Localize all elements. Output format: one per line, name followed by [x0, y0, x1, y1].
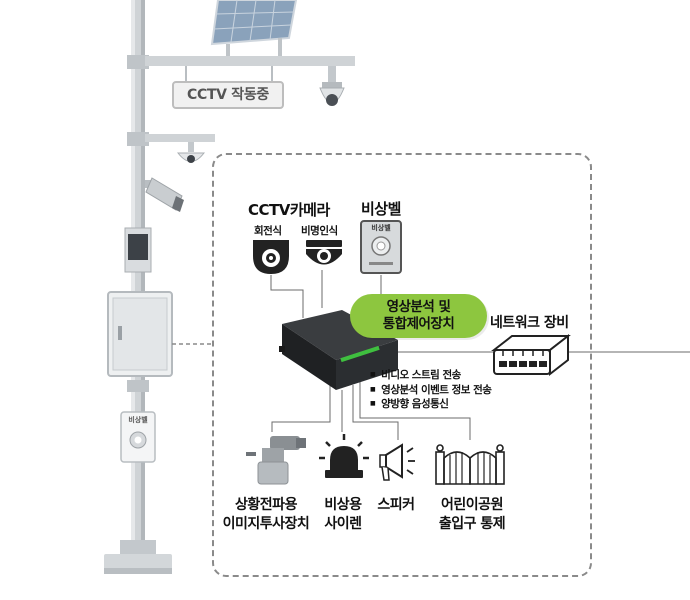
emergency-bell-title: 비상벨 [361, 200, 401, 218]
image-projector-icon [246, 436, 306, 485]
device-label-line: 출입구 통제 [438, 516, 506, 532]
cctv-sign: CCTV 작동중 [172, 81, 284, 109]
dome-camera-pole-icon [319, 66, 345, 106]
rotating-camera-icon [253, 240, 289, 274]
controller-label-line1: 영상분석 및 [386, 299, 451, 315]
function-item: 양방향 음성통신 [370, 397, 491, 412]
function-item: 비디오 스트림 전송 [370, 368, 491, 383]
gate-icon [435, 444, 505, 485]
solar-panel [210, 0, 298, 56]
device-label-line: 비상용 [324, 497, 362, 513]
pole-arm-lower [145, 134, 215, 142]
camera-rotate-label: 회전식 [254, 225, 282, 237]
device-label-line: 어린이공원 [441, 497, 503, 513]
controller-box [279, 310, 398, 390]
device-label-line: 스피커 [377, 497, 415, 513]
network-equipment-label: 네트워크 장비 [490, 315, 569, 331]
pole-bell-text: 비상벨 [128, 416, 148, 424]
dome-camera-icon [306, 240, 342, 265]
function-list: 비디오 스트림 전송 영상분석 이벤트 정보 전송 양방향 음성통신 [370, 368, 492, 412]
function-item: 영상분석 이벤트 정보 전송 [370, 383, 492, 398]
bullet-camera-pole-icon [145, 177, 184, 212]
bell-face-text: 비상벨 [371, 224, 391, 232]
connection-lines [270, 270, 690, 440]
device-label-line: 상황전파용 [235, 497, 297, 513]
device-label-siren: 비상용 사이렌 [312, 496, 374, 534]
speaker-icon [379, 443, 415, 481]
controller-label-line2: 통합제어장치 [382, 316, 455, 332]
siren-icon [319, 434, 369, 478]
control-cabinet [107, 291, 173, 377]
controller-label-pill [350, 294, 487, 338]
emergency-bell-device-icon [360, 220, 402, 274]
device-label-line: 사이렌 [324, 516, 362, 532]
fisheye-camera-icon [176, 142, 206, 163]
network-switch-icon [491, 333, 571, 377]
camera-fixed-label: 비명인식 [301, 225, 338, 237]
system-panel [212, 153, 592, 577]
street-pole [104, 0, 172, 574]
device-label-line: 이미지투사장치 [222, 516, 310, 532]
cctv-camera-title: CCTV카메라 [248, 201, 330, 219]
pole-arm-upper [145, 56, 355, 66]
controller-label: 영상분석 및 통합제어장치 [350, 299, 487, 333]
device-label-gate: 어린이공원 출입구 통제 [422, 496, 522, 534]
device-label-speaker: 스피커 [368, 496, 424, 515]
device-label-projector: 상황전파용 이미지투사장치 [210, 496, 322, 534]
pole-emergency-bell [120, 411, 156, 463]
